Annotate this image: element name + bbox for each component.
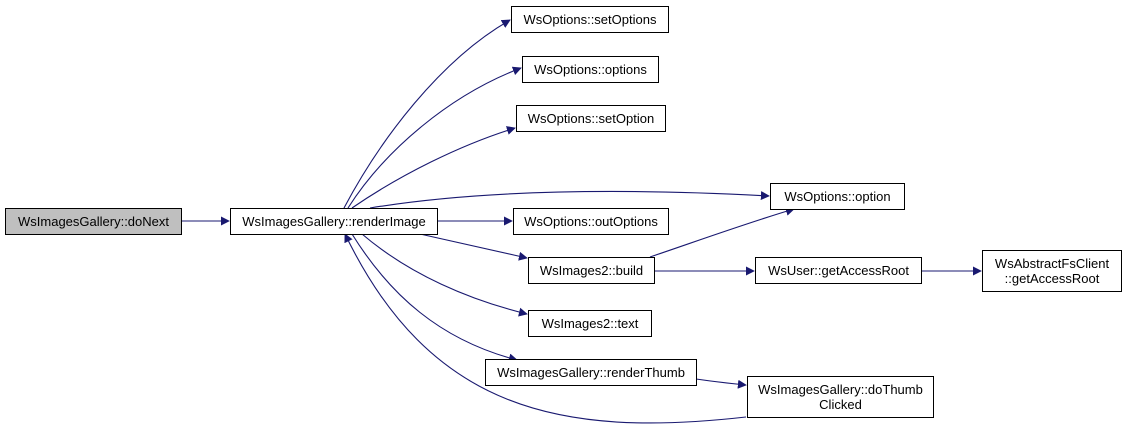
- node-label: WsOptions::outOptions: [524, 214, 658, 229]
- edge-renderimage-text: [361, 233, 528, 317]
- edge-renderimage-option: [369, 190, 770, 209]
- edge-renderimage-build: [419, 233, 528, 261]
- node-fsGetAccessRoot[interactable]: WsAbstractFsClient ::getAccessRoot: [982, 250, 1122, 292]
- node-doNext: WsImagesGallery::doNext: [5, 208, 182, 235]
- node-text[interactable]: WsImages2::text: [528, 310, 652, 337]
- edge-build-option: [649, 206, 795, 258]
- node-build[interactable]: WsImages2::build: [528, 257, 655, 284]
- node-label: WsOptions::setOption: [527, 111, 655, 126]
- node-label: WsImagesGallery::doThumb Clicked: [758, 382, 923, 412]
- edge-renderimage-setoption: [351, 126, 516, 209]
- node-label: WsUser::getAccessRoot: [768, 263, 909, 278]
- node-outOptions[interactable]: WsOptions::outOptions: [513, 208, 669, 235]
- node-label: WsImagesGallery::renderThumb: [497, 365, 685, 380]
- node-label: WsOptions::options: [534, 62, 647, 77]
- edge-renderimage-renderthumb: [351, 233, 518, 363]
- node-renderThumb[interactable]: WsImagesGallery::renderThumb: [485, 359, 697, 386]
- node-label: WsAbstractFsClient ::getAccessRoot: [994, 256, 1110, 286]
- node-renderImage[interactable]: WsImagesGallery::renderImage: [230, 208, 438, 235]
- node-label: WsOptions::option: [784, 189, 891, 204]
- node-doThumbClicked[interactable]: WsImagesGallery::doThumb Clicked: [747, 376, 934, 418]
- node-getAccessRoot[interactable]: WsUser::getAccessRoot: [755, 257, 922, 284]
- node-options[interactable]: WsOptions::options: [522, 56, 659, 83]
- node-option[interactable]: WsOptions::option: [770, 183, 905, 210]
- node-label: WsOptions::setOptions: [523, 12, 657, 27]
- edge-renderthumb-dothumbclicked: [695, 378, 747, 389]
- edge-renderimage-options: [347, 66, 522, 209]
- node-label: WsImagesGallery::renderImage: [242, 214, 426, 229]
- node-label: WsImagesGallery::doNext: [18, 214, 169, 229]
- node-setOptions[interactable]: WsOptions::setOptions: [511, 6, 669, 33]
- node-label: WsImages2::build: [539, 263, 644, 278]
- node-label: WsImages2::text: [541, 316, 639, 331]
- edge-renderimage-setoptions: [343, 19, 511, 209]
- edge-dothumbclicked-renderimage: [344, 233, 747, 424]
- node-setOption[interactable]: WsOptions::setOption: [516, 105, 666, 132]
